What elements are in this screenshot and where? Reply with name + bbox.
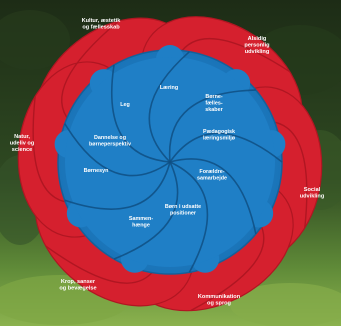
outer-label-line: Natur, xyxy=(14,134,30,140)
inner-label-line: Sammen- xyxy=(129,216,153,222)
outer-label-line: Krop, sanser xyxy=(61,279,96,285)
inner-label-line: Børn i udsatte xyxy=(165,204,201,210)
swirl-spoke xyxy=(64,123,171,177)
swirl-spoke xyxy=(110,64,171,163)
inner-label-line: samarbejde xyxy=(197,175,227,181)
outer-label-line: Social xyxy=(304,187,321,193)
inner-label-line: fælles- xyxy=(205,100,223,106)
inner-label: Læring xyxy=(160,85,178,91)
inner-label: Børne-fælles-skaber xyxy=(205,94,223,113)
inner-label: Sammen-hænge xyxy=(129,216,153,228)
inner-label-line: Børne- xyxy=(205,94,223,100)
outer-label-line: Kommunikation xyxy=(198,294,241,300)
swirl-spoke xyxy=(169,161,209,273)
petal-seam xyxy=(45,245,156,284)
petal-seam xyxy=(61,20,120,122)
foliage-texture xyxy=(0,10,341,326)
outer-label-line: personlig xyxy=(244,43,270,49)
outer-label-line: Alsidig xyxy=(248,36,267,42)
petal-seam xyxy=(178,37,291,73)
inner-label-line: Dannelse og xyxy=(94,135,126,141)
swirl-spoke xyxy=(169,132,283,163)
outer-label-line: og bevægelse xyxy=(59,286,96,292)
inner-label-line: positioner xyxy=(170,210,197,216)
inner-label: Forældre-samarbejde xyxy=(197,169,227,181)
swirl-spoke xyxy=(64,161,171,210)
inner-label-line: Leg xyxy=(120,102,130,108)
swirl-spoke xyxy=(113,161,179,260)
outer-label-line: og fællesskab xyxy=(82,25,120,31)
outer-label-line: udeliv og xyxy=(10,141,35,147)
inner-label-line: Forældre- xyxy=(199,169,224,175)
swirl-spoke xyxy=(168,89,256,163)
outer-label-line: og sprog xyxy=(207,301,232,307)
outer-label-line: Kultur, æstetik xyxy=(82,18,122,24)
outer-label-line: udvikling xyxy=(300,194,325,200)
petal-seam xyxy=(270,120,308,228)
inner-label-line: læringsmiljø xyxy=(203,135,236,141)
swirl-spoke xyxy=(169,158,257,235)
inner-label: Børnesyn xyxy=(84,168,109,174)
petal-seam xyxy=(190,222,265,312)
inner-label-line: Læring xyxy=(160,85,178,91)
inner-label-line: hænge xyxy=(132,222,150,228)
inner-label-line: Pædagogisk xyxy=(203,129,235,135)
petal-seam xyxy=(32,96,70,204)
inner-circle xyxy=(54,45,286,275)
inner-label-line: Børnesyn xyxy=(84,168,109,174)
inner-label: Leg xyxy=(120,102,130,108)
inner-label-line: skaber xyxy=(205,107,223,113)
outer-label-line: udvikling xyxy=(245,49,270,55)
outer-label-line: science xyxy=(12,147,33,153)
swirl-spoke xyxy=(148,51,190,163)
inner-label-line: børneperspektiv xyxy=(89,141,131,147)
